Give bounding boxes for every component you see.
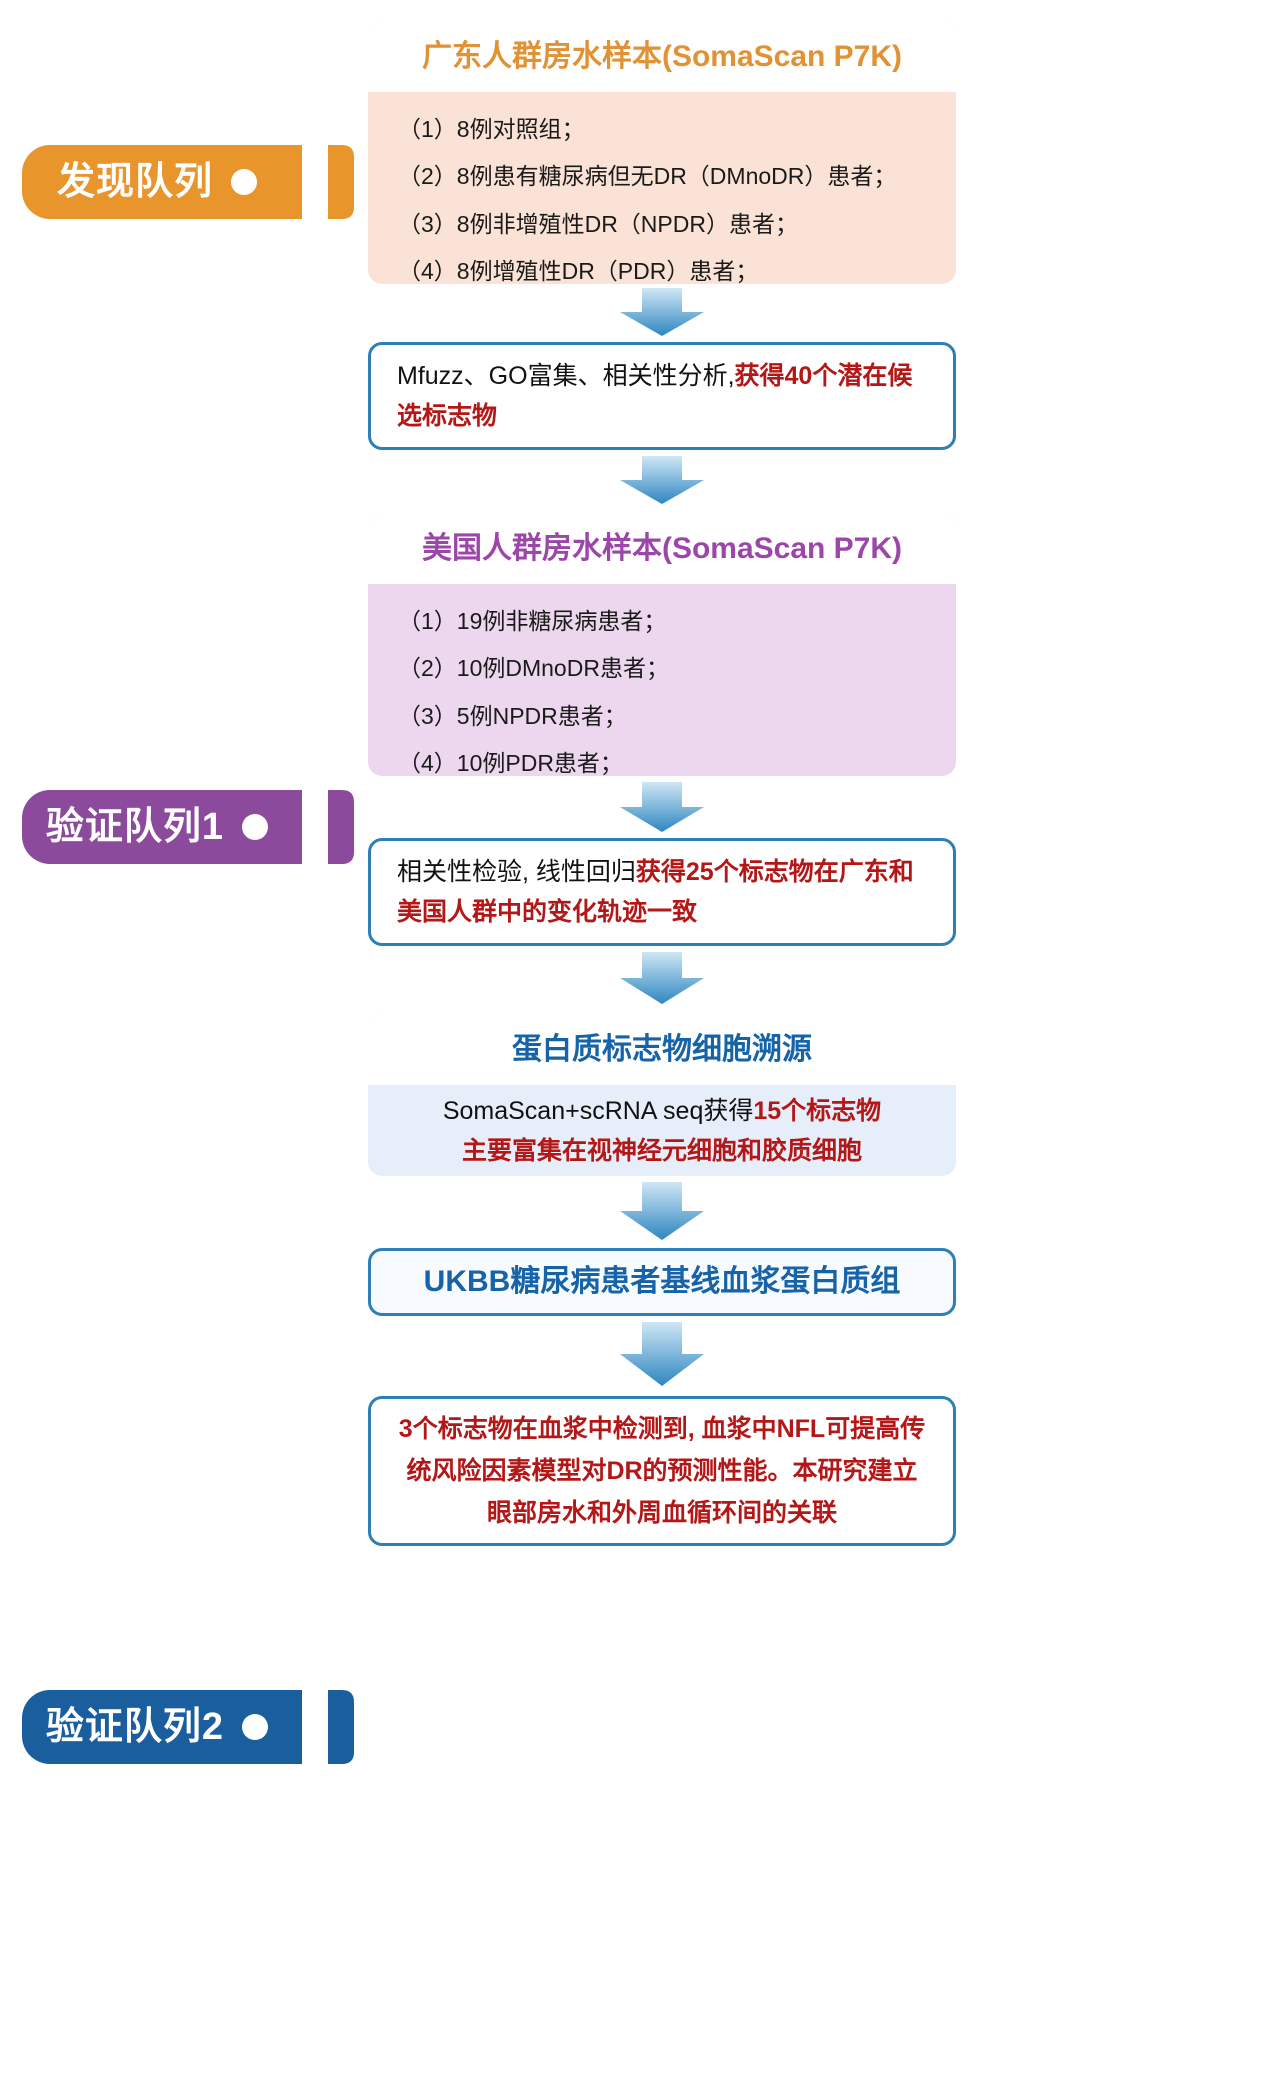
tag-content: 验证队列2 xyxy=(46,1708,278,1746)
list-item: （1）19例非糖尿病患者； xyxy=(398,607,667,634)
cohort-tag-validation2: 验证队列2 xyxy=(22,1690,354,1764)
list-item: （3）5例NPDR患者； xyxy=(398,702,627,729)
cell-tracing-line-2: 主要富集在视神经元细胞和胶质细胞 xyxy=(461,1137,862,1165)
panel-cell-tracing: 蛋白质标志物细胞溯源 SomaScan+scRNA seq获得15个标志物 主要… xyxy=(368,1013,956,1176)
step-final-text: 3个标志物在血浆中检测到, 血浆中NFL可提高传统风险因素模型对DR的预测性能。… xyxy=(398,1415,926,1527)
cohort-tag-validation2-label: 验证队列2 xyxy=(45,1706,225,1748)
cell-tracing-plain: SomaScan+scRNA seq获得 xyxy=(442,1096,754,1125)
list-item: （1）8例对照组； xyxy=(398,115,585,142)
step-final-conclusion: 3个标志物在血浆中检测到, 血浆中NFL可提高传统风险因素模型对DR的预测性能。… xyxy=(368,1396,956,1546)
cohort-tag-discovery: 发现队列 xyxy=(22,145,354,219)
panel-cell-tracing-header: 蛋白质标志物细胞溯源 xyxy=(368,1013,956,1085)
step-mfuzz-highlight: 获得40个潜在候选标志物 xyxy=(397,361,913,431)
panel-cell-tracing-body: SomaScan+scRNA seq获得15个标志物 主要富集在视神经元细胞和胶… xyxy=(368,1085,956,1177)
panel-usa-cohort: 美国人群房水样本(SomaScan P7K) （1）19例非糖尿病患者； （2）… xyxy=(368,512,956,776)
step-correlation-highlight: 获得25个标志物在广东和美国人群中的变化轨迹一致 xyxy=(397,857,914,927)
panel-usa-header: 美国人群房水样本(SomaScan P7K) xyxy=(368,512,956,584)
panel-usa-list: （1）19例非糖尿病患者； （2）10例DMnoDR患者； （3）5例NPDR患… xyxy=(368,584,956,777)
list-item: （2）10例DMnoDR患者； xyxy=(398,655,669,682)
flow-arrow-down-icon xyxy=(612,952,712,1004)
step-mfuzz-plain: Mfuzz、GO富集、相关性分析, xyxy=(397,361,735,390)
flow-arrow-down-icon xyxy=(612,1322,712,1386)
flow-arrow-down-icon xyxy=(612,782,712,832)
tag-content: 验证队列1 xyxy=(46,808,278,846)
cohort-tag-discovery-label: 发现队列 xyxy=(56,161,213,203)
circle-dot-icon xyxy=(242,814,269,840)
list-item: （4）10例PDR患者； xyxy=(398,750,623,776)
circle-dot-icon xyxy=(242,1714,269,1740)
tag-content: 发现队列 xyxy=(57,163,267,201)
panel-guangdong-cohort: 广东人群房水样本(SomaScan P7K) （1）8例对照组； （2）8例患有… xyxy=(368,20,956,284)
step-mfuzz-analysis: Mfuzz、GO富集、相关性分析,获得40个潜在候选标志物 xyxy=(368,342,956,450)
cohort-tag-validation1-label: 验证队列1 xyxy=(45,806,225,848)
step-correlation-analysis: 相关性检验, 线性回归获得25个标志物在广东和美国人群中的变化轨迹一致 xyxy=(368,838,956,946)
circle-dot-icon xyxy=(231,169,257,195)
step-ukbb-plasma-proteome: UKBB糖尿病患者基线血浆蛋白质组 xyxy=(368,1248,956,1316)
list-item: （2）8例患有糖尿病但无DR（DMnoDR）患者； xyxy=(398,163,897,190)
cell-tracing-highlight: 15个标志物 xyxy=(753,1096,882,1125)
step-ukbb-text: UKBB糖尿病患者基线血浆蛋白质组 xyxy=(423,1264,901,1298)
step-correlation-text: 相关性检验, 线性回归获得25个标志物在广东和美国人群中的变化轨迹一致 xyxy=(397,852,927,933)
cohort-tag-validation1: 验证队列1 xyxy=(22,790,354,864)
cell-tracing-line-1: SomaScan+scRNA seq获得15个标志物 xyxy=(386,1091,938,1132)
flow-arrow-down-icon xyxy=(612,1182,712,1240)
panel-guangdong-list: （1）8例对照组； （2）8例患有糖尿病但无DR（DMnoDR）患者； （3）8… xyxy=(368,92,956,285)
panel-guangdong-header: 广东人群房水样本(SomaScan P7K) xyxy=(368,20,956,92)
list-item: （3）8例非增殖性DR（NPDR）患者； xyxy=(398,210,798,237)
step-mfuzz-text: Mfuzz、GO富集、相关性分析,获得40个潜在候选标志物 xyxy=(397,356,927,437)
step-correlation-plain: 相关性检验, 线性回归 xyxy=(397,857,636,886)
flow-arrow-down-icon xyxy=(612,288,712,336)
flow-arrow-down-icon xyxy=(612,456,712,504)
list-item: （4）8例增殖性DR（PDR）患者； xyxy=(398,258,759,284)
